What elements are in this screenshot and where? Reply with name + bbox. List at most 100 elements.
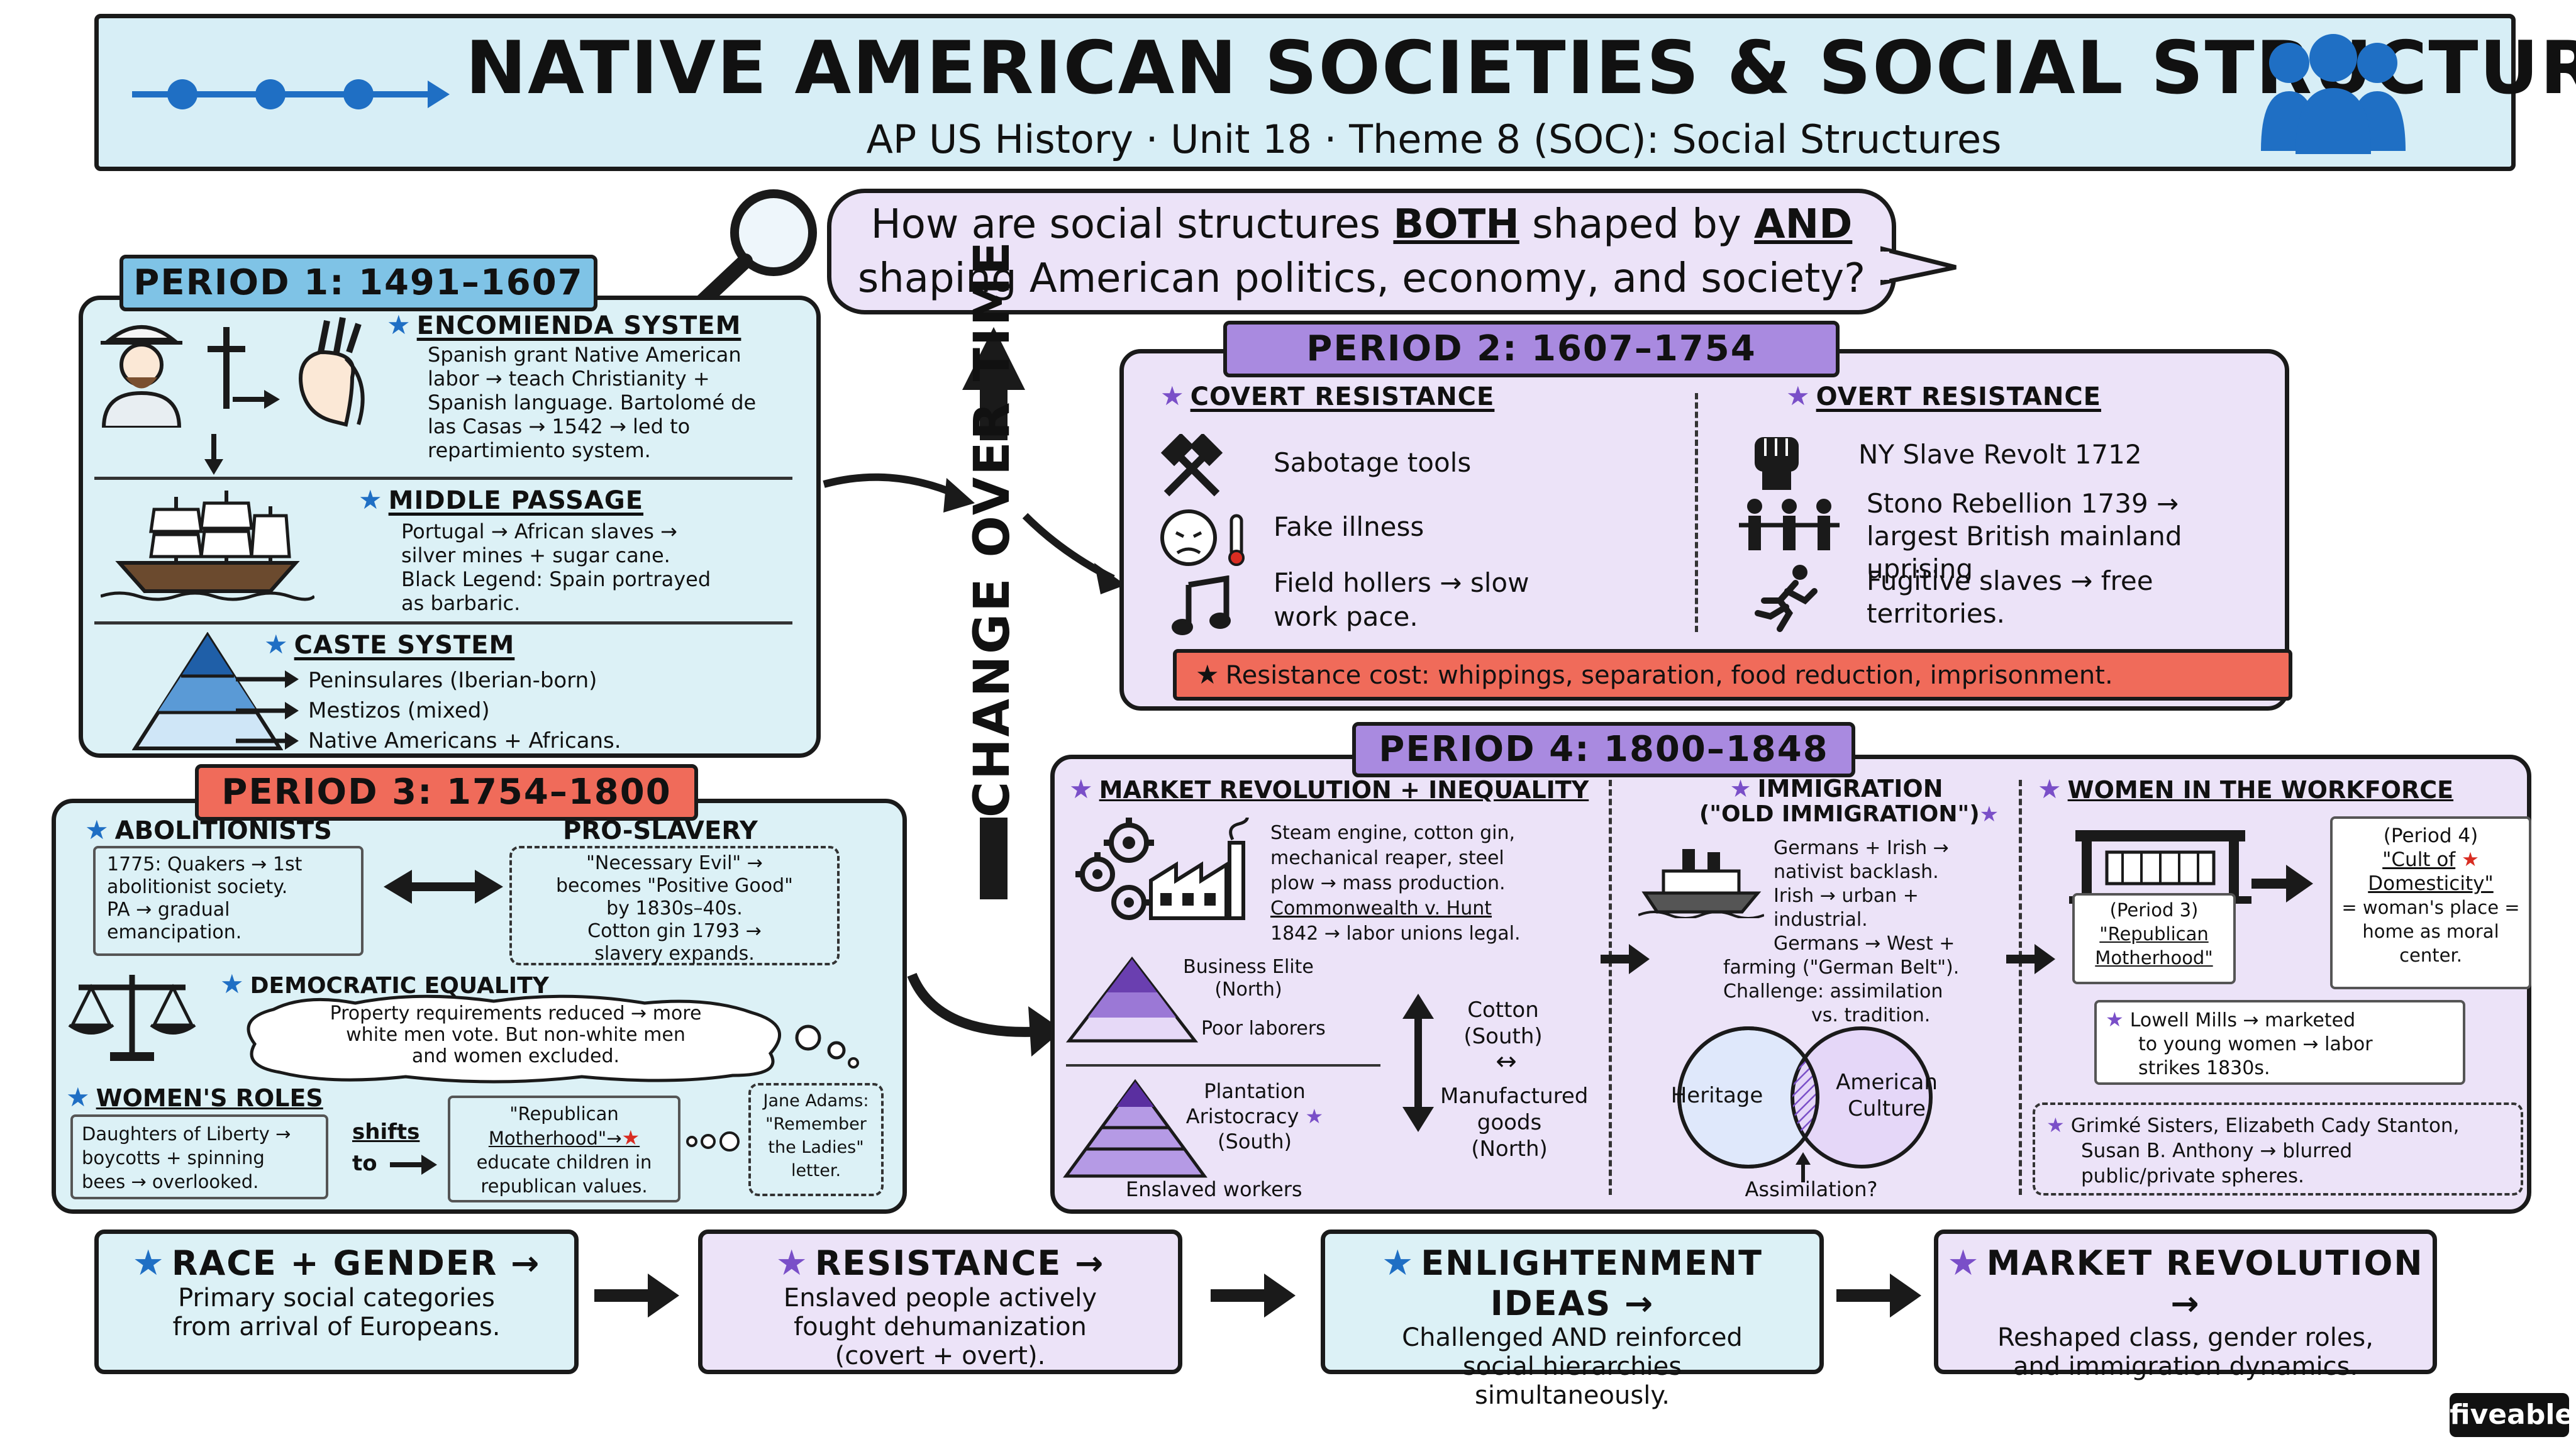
jane-adams-box: Jane Adams: "Remember the Ladies" letter… xyxy=(748,1083,884,1196)
gears-icon xyxy=(1075,818,1154,920)
venn-american-label: American Culture xyxy=(1836,1070,1938,1121)
caste-title: ★CASTE SYSTEM xyxy=(264,629,515,660)
period2-label: PERIOD 2: 1607–1754 xyxy=(1223,321,1840,377)
period4-divider-1 xyxy=(1609,780,1612,1195)
arrow-right-small xyxy=(233,390,280,409)
shifts-label: shifts xyxy=(352,1119,420,1145)
encomienda-title: ★ENCOMIENDA SYSTEM xyxy=(387,309,741,340)
assimilation-label: Assimilation? xyxy=(1745,1177,1878,1201)
enslaved-workers-label: Enslaved workers xyxy=(1126,1177,1302,1201)
encomienda-text: Spanish grant Native American labor → te… xyxy=(428,343,757,462)
to-label: to xyxy=(352,1151,377,1176)
music-note-icon xyxy=(1172,575,1231,635)
covert-item-hollers: Field hollers → slow work pace. xyxy=(1274,567,1530,632)
covert-item-illness: Fake illness xyxy=(1274,511,1424,542)
period1-divider-2 xyxy=(94,621,792,625)
timeline-dots-icon xyxy=(132,79,450,109)
immigration-title: ★IMMIGRATION xyxy=(1729,775,1943,802)
arrow-p3-to-p4 xyxy=(907,972,1063,1057)
period2-divider xyxy=(1695,393,1698,632)
page-title: NATIVE AMERICAN SOCIETIES & SOCIAL STRUC… xyxy=(465,26,2576,111)
republican-motherhood-box: (Period 3) "Republican Motherhood" xyxy=(2072,893,2236,984)
assimilation-arrow xyxy=(1796,1152,1811,1182)
up-down-arrow-icon xyxy=(1402,994,1434,1132)
fist-icon xyxy=(1755,437,1799,490)
womens-roles-title: ★WOMEN'S ROLES xyxy=(66,1082,323,1113)
hammer-icon xyxy=(1160,434,1223,497)
republican-box: "Republican Motherhood"→★ educate childr… xyxy=(448,1096,680,1202)
header-banner xyxy=(94,14,2516,171)
summary-card-enlightenment: ★ENLIGHTENMENT IDEAS → Challenged AND re… xyxy=(1321,1230,1824,1410)
market-divider xyxy=(1066,1064,1380,1067)
manufactured-goods-label: Manufactured goods (North) xyxy=(1440,1084,1589,1162)
poor-laborers-label: Poor laborers xyxy=(1201,1018,1326,1040)
caste-arrows xyxy=(236,670,299,750)
period1-label: PERIOD 1: 1491–1607 xyxy=(119,255,597,311)
arrow-shifts xyxy=(390,1155,437,1175)
question-line-2: shaping American politics, economy, and … xyxy=(857,255,1866,302)
period4-label: PERIOD 4: 1800–1848 xyxy=(1352,722,1855,777)
cotton-south-label: Cotton (South) xyxy=(1463,997,1543,1049)
double-arrow-icon xyxy=(384,870,503,904)
business-elite-label: Business Elite (North) xyxy=(1183,956,1314,1001)
proslavery-title: PRO-SLAVERY xyxy=(563,816,758,845)
women-workforce-title: ★WOMEN IN THE WORKFORCE xyxy=(2038,774,2454,804)
immigration-text: Germans + Irish → nativist backlash. Iri… xyxy=(1723,837,1960,1026)
page-subtitle: AP US History · Unit 18 · Theme 8 (SOC):… xyxy=(866,116,2002,162)
arrow-rep-to-cult xyxy=(2251,865,2313,902)
venn-heritage-label: Heritage xyxy=(1670,1083,1763,1108)
daughters-box: Daughters of Liberty → boycotts + spinni… xyxy=(70,1114,328,1199)
arrow-down-small xyxy=(204,434,223,475)
venn-diagram xyxy=(1677,1026,1933,1169)
brand-logo: fiveable xyxy=(2450,1393,2573,1437)
summary-arrow-3 xyxy=(1836,1274,1921,1318)
group-icon xyxy=(1739,499,1840,550)
caste-items: Peninsulares (Iberian-born) Mestizos (mi… xyxy=(308,668,621,753)
arrow-p1-to-p2 xyxy=(823,473,975,513)
thought-cloud-icon xyxy=(247,994,859,1084)
covert-item-sabotage: Sabotage tools xyxy=(1274,447,1472,478)
overt-item-stono: Stono Rebellion 1739 → largest British m… xyxy=(1867,488,2182,584)
overt-item-fugitive: Fugitive slaves → free territories. xyxy=(1867,565,2153,629)
summary-arrow-1 xyxy=(594,1274,679,1318)
period4-divider-2 xyxy=(2019,780,2022,1195)
ship-icon xyxy=(101,491,314,601)
loom-icon xyxy=(2069,830,2251,904)
summary-card-resistance: ★RESISTANCE → Enslaved people actively f… xyxy=(698,1230,1182,1374)
small-double-arrow: ↔ xyxy=(1496,1047,1517,1076)
period1-divider-1 xyxy=(94,477,792,480)
abolitionists-box: 1775: Quakers → 1st abolitionist society… xyxy=(93,846,364,956)
conquistador-icon xyxy=(101,325,245,428)
abolitionists-title: ★ABOLITIONISTS xyxy=(85,814,332,845)
summary-card-race-gender: ★RACE + GENDER → Primary social categori… xyxy=(94,1230,579,1374)
overt-title: ★OVERT RESISTANCE xyxy=(1786,380,2101,411)
grimke-box: ★Grimké Sisters, Elizabeth Cady Stanton,… xyxy=(2033,1102,2523,1196)
overt-item-ny: NY Slave Revolt 1712 xyxy=(1858,439,2142,470)
middle-passage-text: Portugal → African slaves → silver mines… xyxy=(401,519,711,615)
market-text: Steam engine, cotton gin, mechanical rea… xyxy=(1270,822,1521,945)
lowell-mills-box: ★Lowell Mills → marketed to young women … xyxy=(2094,1000,2465,1085)
summary-arrow-2 xyxy=(1211,1274,1296,1318)
resistance-cost-banner: ★Resistance cost: whippings, separation,… xyxy=(1173,649,2292,701)
arrow-to-p2 xyxy=(1022,513,1126,594)
proslavery-box: "Necessary Evil" → becomes "Positive Goo… xyxy=(509,846,840,965)
scales-icon xyxy=(68,975,196,1061)
immigration-subtitle: ("OLD IMMIGRATION")★ xyxy=(1699,801,1999,827)
question-bubble xyxy=(827,189,1896,314)
democratic-text: Property requirements reduced → more whi… xyxy=(330,1002,702,1067)
middle-passage-title: ★MIDDLE PASSAGE xyxy=(358,484,644,515)
period3-label: PERIOD 3: 1754–1800 xyxy=(195,764,698,821)
thought-dots-icon xyxy=(686,1131,740,1152)
south-pyramid-icon xyxy=(1063,1079,1208,1178)
democratic-title: ★DEMOCRATIC EQUALITY xyxy=(220,969,549,999)
native-head-icon xyxy=(299,317,365,427)
runner-icon xyxy=(1755,565,1818,632)
sick-face-icon xyxy=(1160,509,1245,566)
north-pyramid-icon xyxy=(1065,956,1199,1043)
summary-card-market-revolution: ★MARKET REVOLUTION → Reshaped class, gen… xyxy=(1934,1230,2437,1381)
pyramid-icon xyxy=(132,632,283,750)
plantation-label: Plantation Aristocracy ★ (South) xyxy=(1185,1079,1324,1153)
cult-of-domesticity-box: (Period 4) "Cult of ★ Domesticity" = wom… xyxy=(2330,816,2531,989)
arrow-immigration-to-women xyxy=(2006,944,2055,974)
factory-icon xyxy=(1149,818,1249,920)
